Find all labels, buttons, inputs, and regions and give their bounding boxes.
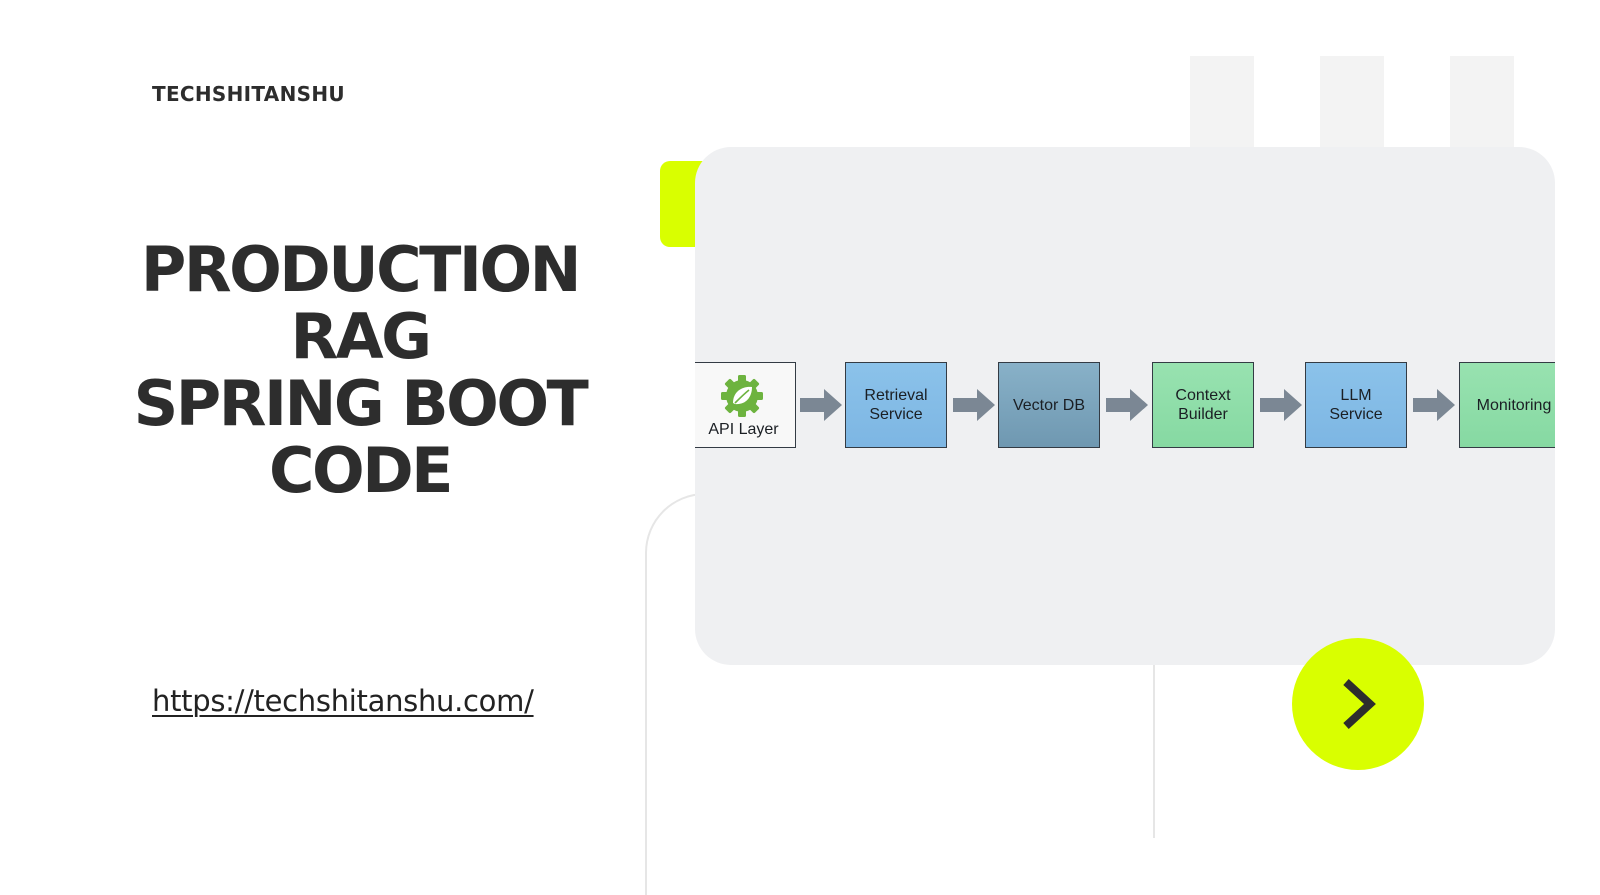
flow-arrow bbox=[953, 389, 995, 421]
diagram-node-api-layer: API Layer bbox=[695, 362, 796, 448]
flow-arrow bbox=[1260, 389, 1302, 421]
flow-arrow bbox=[1413, 389, 1455, 421]
decorative-stripe bbox=[1320, 56, 1384, 156]
diagram-node-llm-service: LLM Service bbox=[1305, 362, 1407, 448]
decorative-line bbox=[1153, 660, 1155, 838]
website-link[interactable]: https://techshitanshu.com/ bbox=[152, 684, 534, 718]
node-label: API Layer bbox=[708, 421, 779, 438]
architecture-diagram: API Layer Retrieval Service Vector DB Co… bbox=[695, 147, 1555, 665]
spring-leaf-gear-icon bbox=[721, 375, 763, 417]
diagram-node-context-builder: Context Builder bbox=[1152, 362, 1254, 448]
brand-name: TECHSHITANSHU bbox=[152, 82, 345, 106]
title-line: SPRING BOOT bbox=[133, 367, 589, 440]
title-line: PRODUCTION bbox=[140, 233, 582, 306]
node-label: Vector DB bbox=[1012, 396, 1086, 414]
decorative-stripe bbox=[1450, 56, 1514, 156]
page-title: PRODUCTION RAG SPRING BOOT CODE bbox=[60, 236, 660, 504]
diagram-node-retrieval-service: Retrieval Service bbox=[845, 362, 947, 448]
flow-arrow bbox=[800, 389, 842, 421]
title-line: RAG bbox=[290, 300, 432, 373]
chevron-right-icon bbox=[1343, 679, 1376, 729]
title-line: CODE bbox=[268, 434, 454, 507]
node-label: Monitoring bbox=[1476, 396, 1552, 414]
decorative-stripe bbox=[1190, 56, 1254, 156]
diagram-node-monitoring: Monitoring bbox=[1459, 362, 1555, 448]
diagram-node-vector-db: Vector DB bbox=[998, 362, 1100, 448]
node-label: LLM Service bbox=[1329, 387, 1383, 423]
node-label: Retrieval Service bbox=[864, 387, 928, 423]
flow-arrow bbox=[1106, 389, 1148, 421]
node-label: Context Builder bbox=[1175, 387, 1231, 423]
next-button[interactable] bbox=[1292, 638, 1424, 770]
